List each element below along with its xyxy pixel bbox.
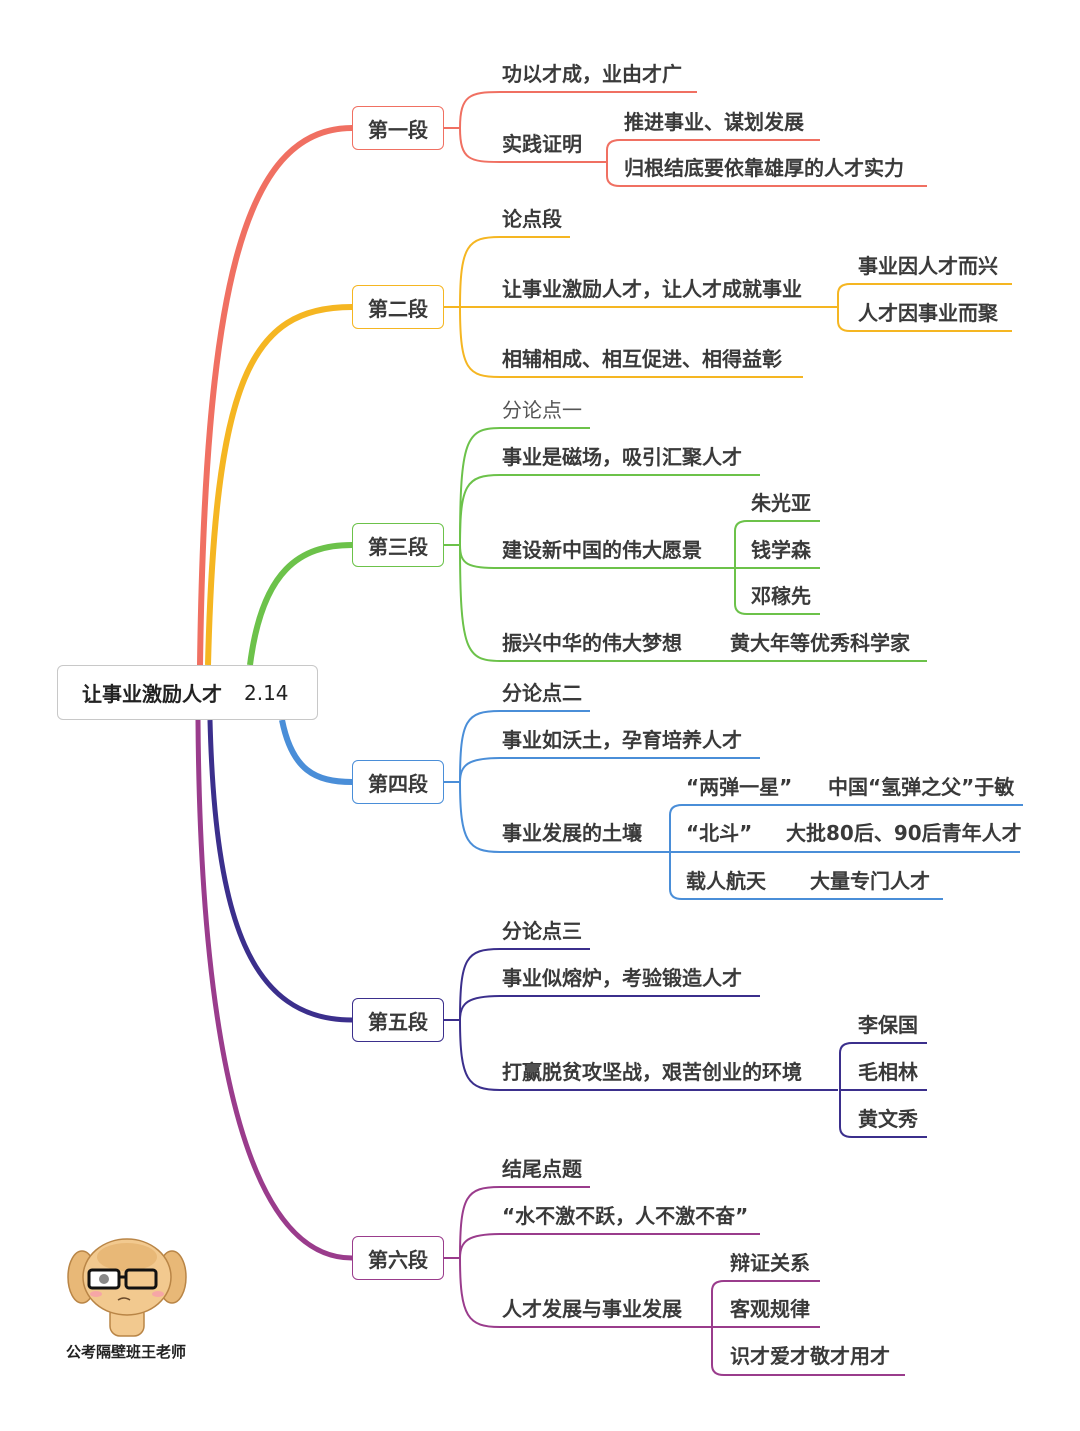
section-node-2[interactable]: 第二段	[352, 285, 444, 329]
topic-node[interactable]: 功以才成，业由才广	[502, 62, 682, 86]
topic-node[interactable]: 事业是磁场，吸引汇聚人才	[502, 445, 742, 469]
topic-node[interactable]: 黄文秀	[858, 1107, 918, 1131]
topic-node[interactable]: “北斗”	[686, 821, 753, 845]
section-node-1[interactable]: 第一段	[352, 106, 444, 150]
topic-node[interactable]: 推进事业、谋划发展	[624, 110, 804, 134]
topic-node[interactable]: 建设新中国的伟大愿景	[502, 538, 702, 562]
topic-node[interactable]: 人才发展与事业发展	[502, 1297, 682, 1321]
topic-node[interactable]: 事业似熔炉，考验锻造人才	[502, 966, 742, 990]
topic-node[interactable]: 相辅相成、相互促进、相得益彰	[502, 347, 782, 371]
topic-node[interactable]: 识才爱才敬才用才	[730, 1344, 890, 1368]
root-date: 2.14	[244, 680, 289, 705]
topic-node[interactable]: 事业因人才而兴	[858, 254, 998, 278]
topic-node[interactable]: 载人航天	[686, 869, 766, 893]
watermark-caption: 公考隔壁班王老师	[66, 1343, 187, 1361]
topic-node[interactable]: 黄大年等优秀科学家	[730, 631, 910, 655]
topic-node[interactable]: 中国“氢弹之父”于敏	[828, 775, 1015, 799]
topic-node[interactable]: 钱学森	[751, 538, 811, 562]
mascot-dog-icon	[67, 1238, 187, 1337]
root-node[interactable]: 让事业激励人才 2.14	[57, 665, 318, 720]
topic-node[interactable]: 打赢脱贫攻坚战，艰苦创业的环境	[502, 1060, 802, 1084]
topic-node[interactable]: 客观规律	[730, 1297, 810, 1321]
section-node-3[interactable]: 第三段	[352, 523, 444, 567]
topic-node[interactable]: 分论点二	[502, 681, 582, 705]
root-title: 让事业激励人才	[82, 682, 222, 706]
topic-node[interactable]: 大批80后、90后青年人才	[786, 821, 1022, 845]
topic-node[interactable]: 大量专门人才	[810, 869, 930, 893]
topic-node[interactable]: 实践证明	[502, 132, 582, 156]
topic-node[interactable]: 事业如沃土，孕育培养人才	[502, 728, 742, 752]
topic-node[interactable]: 振兴中华的伟大梦想	[502, 631, 682, 655]
topic-node[interactable]: 人才因事业而聚	[858, 301, 998, 325]
topic-node[interactable]: 让事业激励人才，让人才成就事业	[502, 277, 802, 301]
section-node-5[interactable]: 第五段	[352, 998, 444, 1042]
topic-node[interactable]: “两弹一星”	[686, 775, 793, 799]
topic-node[interactable]: 邓稼先	[751, 584, 811, 608]
topic-node[interactable]: 事业发展的土壤	[502, 821, 642, 845]
topic-node[interactable]: “水不激不跃，人不激不奋”	[502, 1204, 749, 1228]
topic-node[interactable]: 论点段	[502, 207, 562, 231]
topic-node[interactable]: 分论点三	[502, 919, 582, 943]
section-node-4[interactable]: 第四段	[352, 760, 444, 804]
topic-node[interactable]: 结尾点题	[502, 1157, 582, 1181]
topic-node[interactable]: 归根结底要依靠雄厚的人才实力	[624, 156, 904, 180]
section-node-6[interactable]: 第六段	[352, 1236, 444, 1280]
topic-node[interactable]: 辩证关系	[730, 1251, 810, 1275]
topic-node[interactable]: 毛相林	[858, 1060, 918, 1084]
topic-node[interactable]: 朱光亚	[751, 491, 811, 515]
topic-node[interactable]: 分论点一	[502, 398, 582, 422]
topic-node[interactable]: 李保国	[858, 1013, 918, 1037]
